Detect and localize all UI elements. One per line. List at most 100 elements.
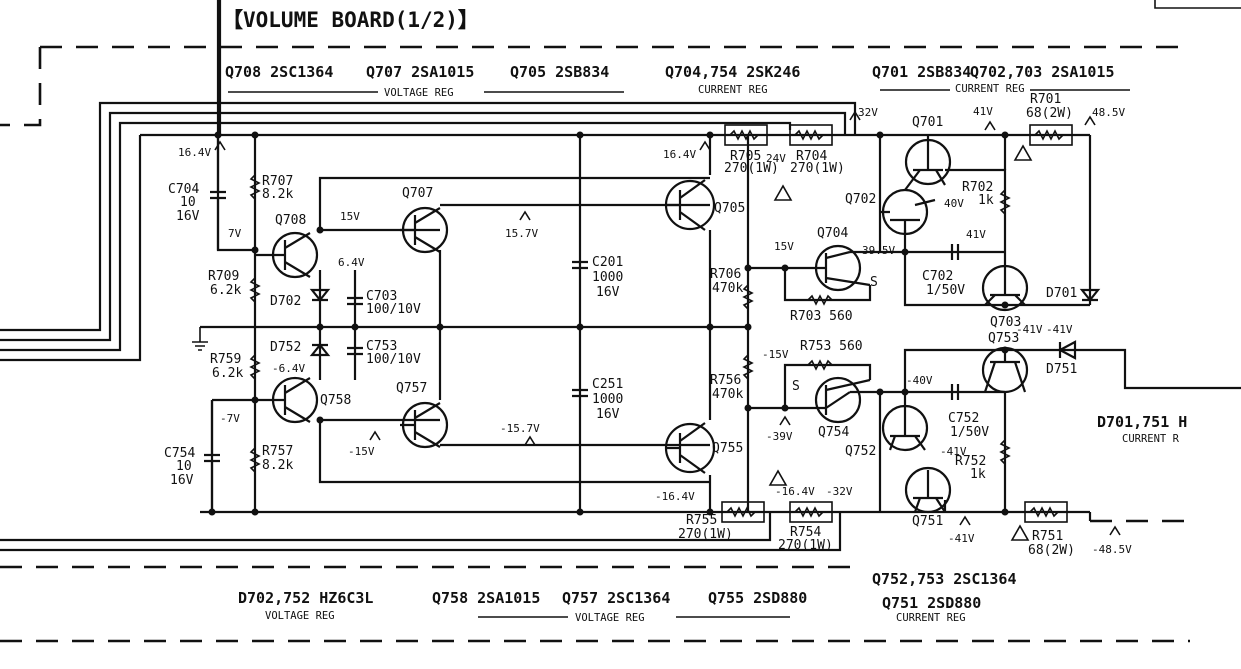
voltage-6-4: 6.4V <box>338 256 365 269</box>
header-q705: Q705 2SB834 <box>510 63 609 81</box>
c754-voltage: 16V <box>170 473 194 488</box>
voltage-7: 7V <box>228 227 242 240</box>
q751-transistor <box>904 466 952 514</box>
c754-value: 10 <box>176 459 192 474</box>
board-title: 【VOLUME BOARD(1/2)】 <box>222 8 479 32</box>
r701-name: R701 <box>1030 92 1061 107</box>
header-current-reg-right: CURRENT REG <box>955 83 1025 95</box>
d752-name: D752 <box>270 340 301 355</box>
q708-name: Q708 <box>275 213 306 228</box>
voltage-15-q704: 15V <box>774 240 794 253</box>
r705-value: 270(1W) <box>724 161 779 176</box>
r756-name: R756 <box>710 373 741 388</box>
r755-name: R755 <box>686 513 717 528</box>
header-q704-754: Q704,754 2SK246 <box>665 63 800 81</box>
c752-value: 1/50V <box>950 425 989 440</box>
r706-value: 470k <box>712 281 743 296</box>
r709-name: R709 <box>208 269 239 284</box>
r755-value: 270(1W) <box>678 527 733 542</box>
q703-transistor <box>981 264 1029 312</box>
voltage-neg-16-4-a: -16.4V <box>655 490 695 503</box>
c201-plates <box>572 260 588 270</box>
c201-voltage: 16V <box>596 285 620 300</box>
d701-name: D701 <box>1046 286 1077 301</box>
q707-transistor <box>400 206 449 254</box>
q702-name: Q702 <box>845 192 876 207</box>
header-d702-752: D702,752 HZ6C3L <box>238 589 373 607</box>
q754-source-label: S <box>792 379 800 394</box>
r704-box <box>789 124 833 146</box>
header-voltage-reg-top: VOLTAGE REG <box>384 87 454 99</box>
diodes <box>309 288 1101 360</box>
q754-transistor <box>810 376 871 424</box>
junctions <box>208 131 1009 516</box>
r702-name: R702 <box>962 180 993 195</box>
voltage-labels: 16.4V 7V 15V 6.4V 15.7V 16.4V 24V 32V 15… <box>178 105 1132 556</box>
r752-body <box>999 439 1011 465</box>
c752-name: C752 <box>948 411 979 426</box>
q752-transistor <box>881 392 929 452</box>
voltage-neg-41-q752: -41V <box>940 445 967 458</box>
c201-value: 1000 <box>592 270 623 285</box>
q754-name: Q754 <box>818 425 849 440</box>
header-q701: Q701 2SB834 <box>872 63 971 81</box>
voltage-40-top: 40V <box>944 197 964 210</box>
r707-body <box>249 174 261 200</box>
r753-body <box>807 359 833 371</box>
r754-box <box>789 501 833 523</box>
r754-name: R754 <box>790 525 821 540</box>
resistors <box>249 124 1073 523</box>
header-q755: Q755 2SD880 <box>708 589 807 607</box>
capacitors <box>204 135 960 512</box>
test-point-arrows <box>214 110 1121 536</box>
r703-body <box>807 294 833 306</box>
header-q751: Q751 2SD880 <box>882 594 981 612</box>
q752-name: Q752 <box>845 444 876 459</box>
q704-transistor <box>810 244 871 292</box>
q757-name: Q757 <box>396 381 427 396</box>
r704-name: R704 <box>796 149 827 164</box>
r706-name: R706 <box>710 267 741 282</box>
voltage-neg-7: -7V <box>220 412 240 425</box>
r751-box <box>1024 501 1068 523</box>
voltage-neg-48-5: -48.5V <box>1092 543 1132 556</box>
warning-icon <box>768 469 788 486</box>
header-current-reg-bottom: CURRENT REG <box>896 612 966 624</box>
voltage-neg-41-d751: -41V <box>1046 323 1073 336</box>
q751-name: Q751 <box>912 514 943 529</box>
c702-name: C702 <box>922 269 953 284</box>
q702-transistor <box>880 188 936 236</box>
q705-transistor <box>664 179 716 231</box>
d751-name: D751 <box>1046 362 1077 377</box>
d701-symbol <box>1079 288 1101 302</box>
q755-name: Q755 <box>712 441 743 456</box>
header-q752-753: Q752,753 2SC1364 <box>872 570 1017 588</box>
r706-body <box>742 284 754 310</box>
r703-label: R703 560 <box>790 309 853 324</box>
c704-plates <box>210 135 226 250</box>
r757-name: R757 <box>262 444 293 459</box>
warning-icon <box>1010 524 1030 541</box>
q758-transistor <box>255 376 319 424</box>
warning-icon <box>1013 144 1033 161</box>
q755-transistor <box>664 422 716 474</box>
c754-plates <box>204 400 220 512</box>
r751-value: 68(2W) <box>1028 543 1075 558</box>
r753-label: R753 560 <box>800 339 863 354</box>
header-d701-751: D701,751 H <box>1097 413 1187 431</box>
q704-source-label: S <box>870 275 878 290</box>
c754-name: C754 <box>164 446 195 461</box>
voltage-neg-41: -41V <box>1016 323 1043 336</box>
voltage-41-top: 41V <box>973 105 993 118</box>
r705-name: R705 <box>730 149 761 164</box>
voltage-neg-32: -32V <box>826 485 853 498</box>
voltage-16-4-q705: 16.4V <box>663 148 696 161</box>
r707-name: R707 <box>262 174 293 189</box>
c201-name: C201 <box>592 255 623 270</box>
r757-value: 8.2k <box>262 458 293 473</box>
voltage-41-mid: 41V <box>966 228 986 241</box>
voltage-39-5: 39.5V <box>862 244 895 257</box>
r707-value: 8.2k <box>262 187 293 202</box>
warning-icon <box>773 184 793 201</box>
voltage-15-7: 15.7V <box>505 227 538 240</box>
